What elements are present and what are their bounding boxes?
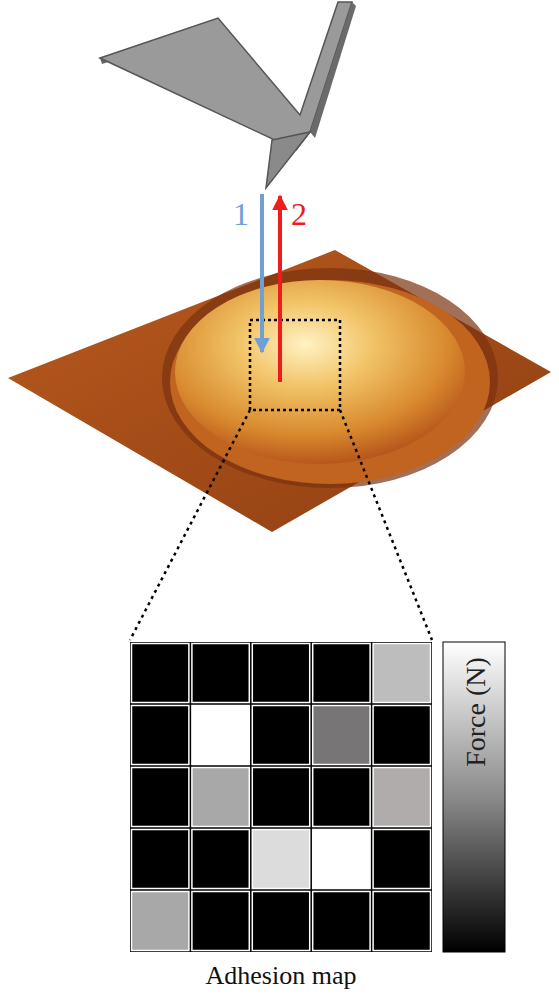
- zoom-line: [340, 410, 432, 640]
- map-cell: [132, 892, 189, 951]
- map-cell: [132, 830, 189, 889]
- map-cell: [192, 830, 249, 889]
- callout-number: 1: [233, 198, 249, 230]
- crater-floor: [170, 280, 490, 484]
- map-cell: [313, 768, 370, 827]
- map-cell: [132, 706, 189, 765]
- grid-frame: [130, 642, 432, 952]
- map-cell: [192, 768, 249, 827]
- map-cell: [252, 892, 309, 951]
- adhesion-grid: [130, 642, 432, 952]
- color-bar: [443, 642, 505, 952]
- map-cell: [373, 768, 430, 827]
- map-cell: [373, 706, 430, 765]
- map-cell: [373, 644, 430, 703]
- map-cell: [373, 892, 430, 951]
- map-cell: [252, 644, 309, 703]
- approach-arrow: [260, 194, 264, 352]
- crater-ring: [162, 268, 498, 488]
- map-cell: [313, 892, 370, 951]
- dome: [175, 280, 465, 464]
- map-cell: [192, 892, 249, 951]
- map-cell: [373, 830, 430, 889]
- map-cell: [313, 830, 370, 889]
- map-cell: [192, 644, 249, 703]
- map-cell: [252, 768, 309, 827]
- map-cell: [192, 706, 249, 765]
- map-cell: [132, 768, 189, 827]
- map-cell: [132, 644, 189, 703]
- callout-number: 2: [291, 198, 307, 230]
- zoom-line: [130, 410, 250, 640]
- map-cell: [313, 644, 370, 703]
- map-caption: Adhesion map: [206, 963, 357, 989]
- axis-label: Force (N): [462, 657, 490, 767]
- map-cell: [252, 830, 309, 889]
- cantilever: [100, 2, 356, 188]
- retract-arrow: [278, 196, 282, 382]
- map-cell: [313, 706, 370, 765]
- map-cell: [252, 706, 309, 765]
